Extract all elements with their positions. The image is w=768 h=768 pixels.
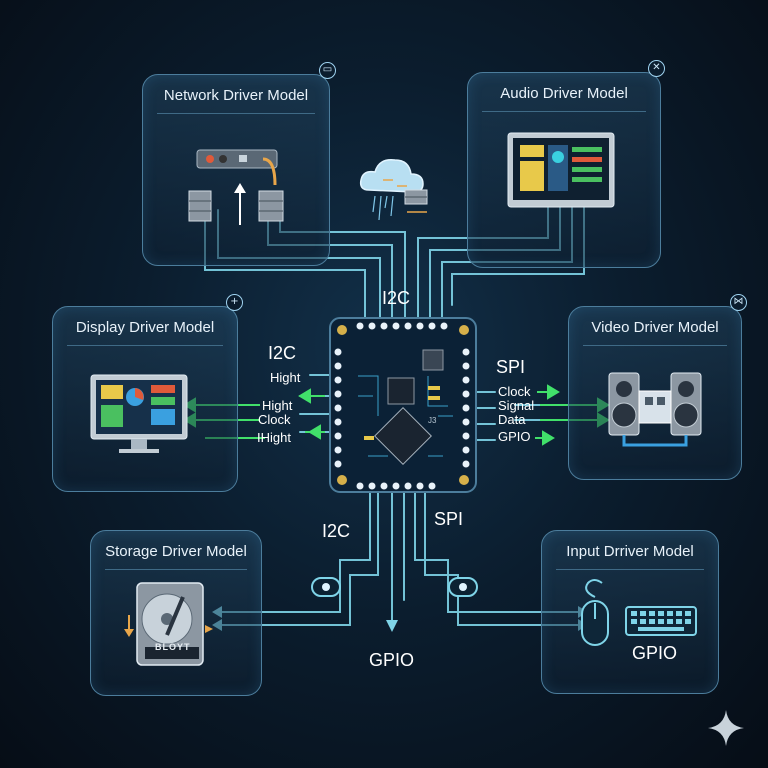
- video-driver-panel: Video Driver Model: [568, 306, 742, 480]
- title-divider: [67, 345, 223, 346]
- speaker-icon: [608, 372, 702, 447]
- left-signal-label: Hight: [270, 370, 301, 385]
- video-panel-title: Video Driver Model: [591, 319, 719, 336]
- input-panel-title: Input Drriver Model: [566, 543, 694, 560]
- right-signal-label: Data: [498, 412, 526, 427]
- title-divider: [105, 569, 247, 570]
- left-signal-label: Clock: [258, 412, 291, 427]
- network-device-icon: [188, 149, 284, 225]
- right-signal-label: Signal: [498, 398, 535, 413]
- right-signal-label: Clock: [498, 384, 531, 399]
- storage-driver-panel: Storage Driver Model BLOYT: [90, 530, 262, 696]
- mouse-keyboard-icon: [581, 579, 697, 646]
- input-driver-panel: Input Drriver Model GPIO: [541, 530, 719, 694]
- close-icon[interactable]: ✕: [648, 60, 665, 77]
- left-signal-label: IHight: [257, 430, 291, 445]
- title-divider: [556, 569, 704, 570]
- display-panel-title: Display Driver Model: [75, 319, 215, 336]
- right-signal-label: GPIO: [498, 429, 531, 444]
- display-driver-panel: Display Driver Model: [52, 306, 238, 492]
- title-divider: [157, 113, 315, 114]
- audio-driver-panel: Audio Driver Model: [467, 72, 661, 268]
- bottom-spi-label: SPI: [434, 509, 464, 529]
- floppy-icon[interactable]: ▭: [319, 62, 336, 79]
- network-panel-title: Network Driver Model: [163, 87, 309, 104]
- chip-label: J3: [428, 416, 437, 425]
- disk-label: BLOYT: [155, 642, 191, 652]
- sparkle-icon: [708, 710, 744, 746]
- top-i2c-label: I2C: [382, 288, 411, 308]
- microcontroller-board: [329, 317, 477, 493]
- bowtie-icon[interactable]: ⋈: [730, 294, 747, 311]
- bottom-i2c-label: I2C: [322, 521, 351, 541]
- audio-panel-title: Audio Driver Model: [500, 85, 628, 102]
- left-i2c-label: I2C: [268, 343, 297, 363]
- bottom-gpio-label: GPIO: [369, 650, 415, 670]
- title-divider: [482, 111, 646, 112]
- display-monitor-icon: [90, 374, 188, 453]
- network-driver-panel: Network Driver Model: [142, 74, 330, 266]
- title-divider: [583, 345, 727, 346]
- hard-drive-icon: [124, 582, 213, 666]
- plus-icon[interactable]: +: [226, 294, 243, 311]
- right-spi-label: SPI: [496, 357, 526, 377]
- storage-panel-title: Storage Driver Model: [105, 543, 247, 560]
- input-gpio-label: GPIO: [632, 643, 678, 663]
- left-signal-label: Hight: [262, 398, 293, 413]
- cloud-icon: [359, 159, 428, 221]
- audio-monitor-icon: [507, 132, 615, 208]
